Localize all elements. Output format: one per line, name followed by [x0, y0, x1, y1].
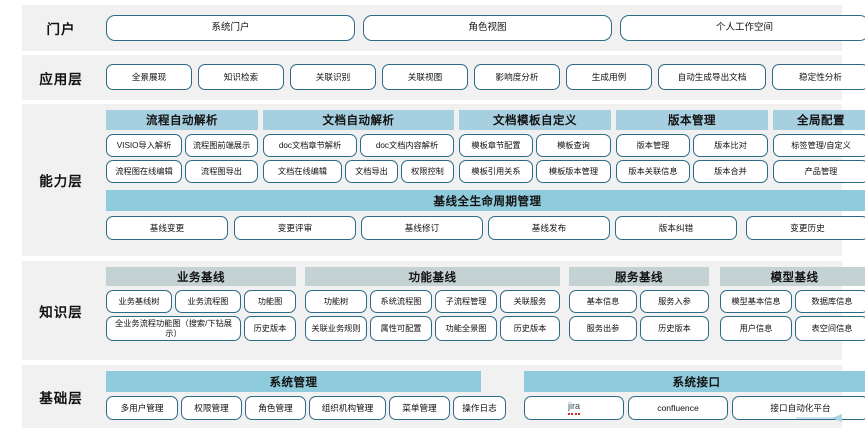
- capability-lifecycle-item-0[interactable]: 基线变更: [106, 216, 228, 240]
- infrastructure-node-1-2[interactable]: 接口自动化平台: [732, 396, 865, 420]
- portal-item-1[interactable]: 角色视图: [363, 15, 612, 41]
- knowledge-node-1-0-0[interactable]: 功能树: [305, 290, 367, 313]
- knowledge-node-0-0-2[interactable]: 功能图: [244, 290, 296, 313]
- capability-node-1-1-0[interactable]: 文档在线编辑: [263, 160, 342, 183]
- layer-band-application: 应用层 全景展现 知识检索 关联识别 关联视图 影响度分析 生成用例 自动生成导…: [22, 55, 865, 100]
- knowledge-node-2-0-1[interactable]: 服务入参: [640, 290, 709, 313]
- knowledge-node-2-1-1[interactable]: 历史版本: [640, 316, 709, 341]
- capability-node-3-1-1[interactable]: 版本合并: [693, 160, 768, 183]
- capability-group-header-4: 全局配置: [773, 110, 865, 130]
- knowledge-node-1-1-1[interactable]: 属性可配置: [370, 316, 432, 341]
- capability-node-1-1-2[interactable]: 权限控制: [401, 160, 454, 183]
- infrastructure-node-1-0[interactable]: jira: [524, 396, 624, 420]
- layer-label-capability: 能力层: [39, 174, 83, 189]
- capability-group-header-1: 文档自动解析: [263, 110, 454, 130]
- knowledge-node-2-0-0[interactable]: 基本信息: [569, 290, 637, 313]
- application-item-5[interactable]: 生成用例: [566, 64, 652, 90]
- knowledge-node-1-1-3[interactable]: 历史版本: [500, 316, 560, 341]
- infrastructure-node-1-1[interactable]: confluence: [628, 396, 728, 420]
- infrastructure-node-0-0[interactable]: 多用户管理: [106, 396, 178, 420]
- application-item-4[interactable]: 影响度分析: [474, 64, 560, 90]
- layer-label-application: 应用层: [39, 71, 83, 87]
- infrastructure-node-0-1[interactable]: 权限管理: [181, 396, 242, 420]
- capability-node-0-1-1[interactable]: 流程图导出: [185, 160, 258, 183]
- layer-label-infrastructure: 基础层: [39, 390, 83, 406]
- capability-node-2-0-0[interactable]: 模板章节配置: [459, 134, 533, 157]
- knowledge-node-0-0-0[interactable]: 业务基线树: [106, 290, 172, 313]
- decorative-arrow-icon: [796, 414, 842, 422]
- capability-node-2-0-1[interactable]: 模板查询: [536, 134, 611, 157]
- layer-body-infrastructure: 系统管理 多用户管理 权限管理 角色管理 组织机构管理 菜单管理 操作日志 系统…: [100, 365, 865, 428]
- knowledge-node-1-0-2[interactable]: 子流程管理: [435, 290, 497, 313]
- layer-body-portal: 系统门户 角色视图 个人工作空间: [100, 5, 865, 51]
- capability-lifecycle-item-2[interactable]: 基线修订: [361, 216, 483, 240]
- knowledge-node-1-1-0[interactable]: 关联业务规则: [305, 316, 367, 341]
- application-item-3[interactable]: 关联视图: [382, 64, 468, 90]
- layer-label-portal: 门户: [46, 22, 76, 37]
- capability-node-3-1-0[interactable]: 版本关联信息: [616, 160, 690, 183]
- capability-node-0-1-0[interactable]: 流程图在线编辑: [106, 160, 182, 183]
- capability-group-header-2: 文档模板自定义: [459, 110, 611, 130]
- layer-body-knowledge: 业务基线 业务基线树 业务流程图 功能图 全业务流程功能图（搜索/下钻展示） 历…: [100, 261, 865, 360]
- capability-node-3-0-0[interactable]: 版本管理: [616, 134, 690, 157]
- knowledge-group-header-1: 功能基线: [305, 267, 560, 286]
- capability-node-3-0-1[interactable]: 版本比对: [693, 134, 768, 157]
- capability-group-header-0: 流程自动解析: [106, 110, 258, 130]
- infrastructure-group-header-0: 系统管理: [106, 371, 481, 392]
- capability-node-4-0-0[interactable]: 标签管理/自定义: [773, 134, 865, 157]
- knowledge-node-0-1-0[interactable]: 全业务流程功能图（搜索/下钻展示）: [106, 316, 241, 341]
- layer-band-capability: 能力层 流程自动解析 VISIO导入解析 流程图前端展示 流程图在线编辑 流程图…: [22, 104, 865, 256]
- layer-band-portal: 门户 系统门户 角色视图 个人工作空间: [22, 5, 865, 51]
- capability-lifecycle-item-5[interactable]: 变更历史: [746, 216, 865, 240]
- capability-lifecycle-item-4[interactable]: 版本纠错: [615, 216, 737, 240]
- knowledge-node-3-0-0[interactable]: 模型基本信息: [720, 290, 792, 313]
- capability-node-0-0-1[interactable]: 流程图前端展示: [185, 134, 258, 157]
- layer-body-application: 全景展现 知识检索 关联识别 关联视图 影响度分析 生成用例 自动生成导出文档 …: [100, 55, 865, 100]
- knowledge-node-1-1-2[interactable]: 功能全景图: [435, 316, 497, 341]
- capability-node-2-1-1[interactable]: 模板版本管理: [536, 160, 611, 183]
- capability-node-4-1-0[interactable]: 产品管理: [773, 160, 865, 183]
- knowledge-node-1-0-1[interactable]: 系统流程图: [370, 290, 432, 313]
- capability-node-0-0-0[interactable]: VISIO导入解析: [106, 134, 182, 157]
- application-item-7[interactable]: 稳定性分析: [772, 64, 865, 90]
- knowledge-node-3-1-1[interactable]: 表空间信息: [795, 316, 865, 341]
- knowledge-node-3-1-0[interactable]: 用户信息: [720, 316, 792, 341]
- knowledge-node-1-0-3[interactable]: 关联服务: [500, 290, 560, 313]
- layer-body-capability: 流程自动解析 VISIO导入解析 流程图前端展示 流程图在线编辑 流程图导出 文…: [100, 104, 865, 256]
- infrastructure-node-0-3[interactable]: 组织机构管理: [309, 396, 386, 420]
- application-item-6[interactable]: 自动生成导出文档: [658, 64, 766, 90]
- application-item-2[interactable]: 关联识别: [290, 64, 376, 90]
- jira-label: jira: [567, 401, 580, 415]
- layer-band-infrastructure: 基础层 系统管理 多用户管理 权限管理 角色管理 组织机构管理 菜单管理 操作日…: [22, 365, 865, 428]
- infrastructure-group-header-1: 系统接口: [524, 371, 865, 392]
- knowledge-node-3-0-1[interactable]: 数据库信息: [795, 290, 865, 313]
- knowledge-node-0-0-1[interactable]: 业务流程图: [175, 290, 241, 313]
- knowledge-group-header-2: 服务基线: [569, 267, 709, 286]
- knowledge-group-header-3: 模型基线: [720, 267, 865, 286]
- portal-item-0[interactable]: 系统门户: [106, 15, 355, 41]
- knowledge-node-0-1-1[interactable]: 历史版本: [244, 316, 296, 341]
- application-item-0[interactable]: 全景展现: [106, 64, 192, 90]
- infrastructure-node-0-5[interactable]: 操作日志: [453, 396, 506, 420]
- capability-node-1-1-1[interactable]: 文档导出: [345, 160, 398, 183]
- infrastructure-node-0-4[interactable]: 菜单管理: [389, 396, 450, 420]
- capability-node-1-0-1[interactable]: doc文档内容解析: [360, 134, 454, 157]
- capability-lifecycle-item-3[interactable]: 基线发布: [488, 216, 610, 240]
- application-item-1[interactable]: 知识检索: [198, 64, 284, 90]
- capability-node-1-0-0[interactable]: doc文档章节解析: [263, 134, 357, 157]
- portal-item-2[interactable]: 个人工作空间: [620, 15, 865, 41]
- capability-node-2-1-0[interactable]: 模板引用关系: [459, 160, 533, 183]
- capability-group-header-3: 版本管理: [616, 110, 768, 130]
- knowledge-group-header-0: 业务基线: [106, 267, 296, 286]
- layer-label-knowledge: 知识层: [39, 304, 83, 320]
- infrastructure-node-0-2[interactable]: 角色管理: [245, 396, 306, 420]
- layer-band-knowledge: 知识层 业务基线 业务基线树 业务流程图 功能图 全业务流程功能图（搜索/下钻展…: [22, 261, 865, 360]
- knowledge-node-2-1-0[interactable]: 服务出参: [569, 316, 637, 341]
- capability-lifecycle-item-1[interactable]: 变更评审: [234, 216, 356, 240]
- capability-lifecycle-header: 基线全生命周期管理: [106, 190, 865, 211]
